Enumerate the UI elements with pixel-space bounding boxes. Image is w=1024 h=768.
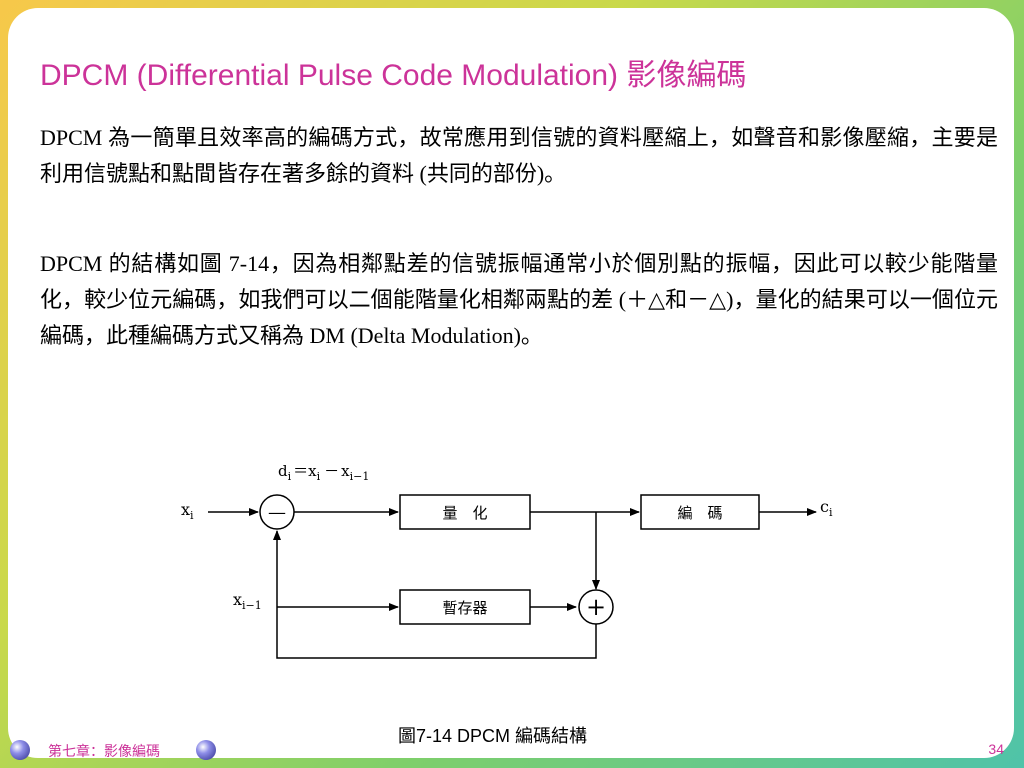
body-paragraph-2: DPCM 的結構如圖 7-14，因為相鄰點差的信號振幅通常小於個別點的振幅，因此…	[40, 251, 998, 348]
encoder-label: 編 碼	[677, 504, 722, 522]
footer-chapter-title: 第七章：影像編碼	[48, 744, 160, 760]
body-paragraph-1: DPCM 為一簡單且效率高的編碼方式，故常應用到信號的資料壓縮上，如聲音和影像壓…	[40, 125, 998, 186]
figure-caption: 圖7-14 DPCM 編碼結構	[398, 726, 588, 746]
slide-title: DPCM (Differential Pulse Code Modulation…	[40, 59, 747, 92]
previous-sample-label: xi−1	[233, 590, 262, 612]
feedback-loop-line	[273, 530, 597, 659]
register-label: 暫存器	[442, 599, 487, 617]
footer-bullet-icon	[10, 740, 30, 760]
quantizer-label: 量 化	[442, 504, 487, 522]
encoder-block	[640, 494, 760, 530]
quantizer-block	[399, 494, 531, 530]
difference-formula: di＝xi－xi−1	[278, 462, 369, 483]
adder-symbol: +	[586, 593, 606, 621]
footer-bullet-icon-right	[196, 740, 216, 760]
page-number: 34	[988, 741, 1004, 757]
output-code-label: ci	[820, 497, 833, 519]
subtractor-symbol: —	[268, 502, 286, 523]
slide-canvas	[8, 8, 1014, 758]
input-signal-label: xi	[181, 500, 194, 522]
register-block	[399, 589, 531, 625]
dpcm-block-diagram: di＝xi－xi−1 xi — 量 化 編 碼 ci xi−1 暫存器 +	[181, 462, 833, 659]
